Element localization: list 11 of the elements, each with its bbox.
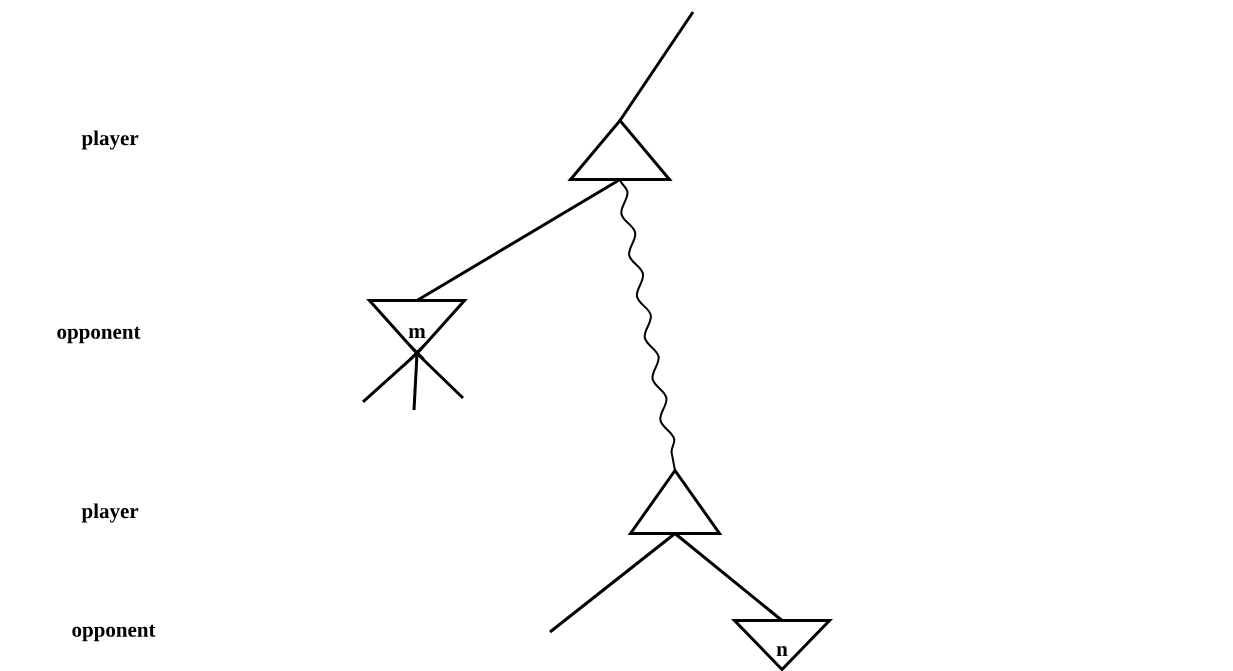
branch-line [412, 353, 419, 411]
level-label: player [81, 130, 139, 150]
branch-line [415, 352, 465, 400]
branch-line [549, 532, 676, 634]
level-label: opponent [57, 326, 141, 344]
branch-line [416, 178, 621, 302]
branch-line [674, 532, 783, 622]
level-label: opponent [72, 624, 156, 642]
wavy-line [619, 178, 676, 472]
branch-line [618, 11, 695, 122]
level-label: player [81, 503, 139, 523]
